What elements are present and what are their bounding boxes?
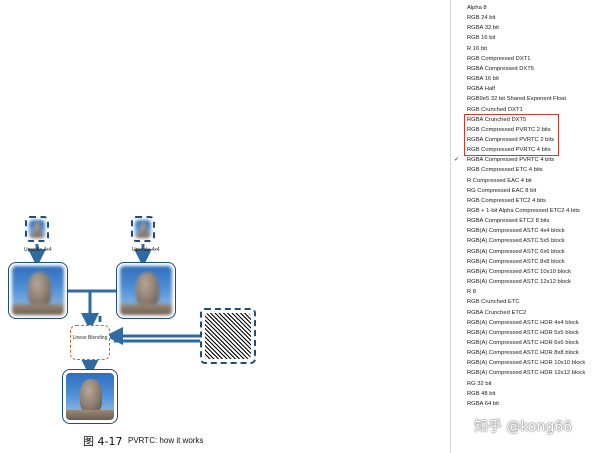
texture-format-dropdown-list[interactable] bbox=[450, 0, 600, 453]
watermark: 知乎 @kong66 bbox=[474, 419, 573, 435]
pvrtc-highlight-box bbox=[464, 113, 559, 157]
output-image bbox=[62, 369, 118, 424]
format-option[interactable]: RGB(A) Compressed ASTC 10x10 block bbox=[467, 268, 572, 275]
format-option[interactable]: RGBA Half bbox=[467, 86, 496, 93]
format-option[interactable]: RGB(A) Compressed ASTC 5x5 block bbox=[467, 238, 565, 245]
format-option[interactable]: RGB Compressed PVRTC 2 bits bbox=[467, 126, 551, 133]
low-res-image-a bbox=[25, 216, 49, 242]
format-option[interactable]: RGBA 16 bit bbox=[467, 76, 499, 83]
format-option[interactable]: RGB Compressed ETC 4 bits bbox=[467, 167, 543, 174]
format-option[interactable]: RGB(A) Compressed ASTC 4x4 block bbox=[467, 228, 565, 235]
format-option[interactable]: R Compressed EAC 4 bit bbox=[467, 177, 532, 184]
format-option[interactable]: RGB 24 bit bbox=[467, 15, 496, 22]
modulation-pattern bbox=[205, 313, 251, 359]
checkmark-icon: ✓ bbox=[454, 157, 460, 164]
connector-arrows bbox=[28, 244, 200, 377]
format-option[interactable]: RGBA Crunched ETC2 bbox=[467, 309, 527, 316]
upscaled-photo-b bbox=[120, 266, 172, 315]
upscaled-image-b bbox=[116, 262, 176, 319]
format-option[interactable]: RGBA Compressed PVRTC 4 bits bbox=[467, 157, 555, 164]
format-option[interactable]: RGB + 1-bit Alpha Compressed ETC2 4 bits bbox=[467, 208, 580, 214]
format-option[interactable]: RGB(A) Compressed ASTC 8x8 block bbox=[467, 258, 565, 265]
linear-blending-box: Linear Blending bbox=[70, 325, 110, 360]
format-option[interactable]: RGB Compressed ETC2 4 bits bbox=[467, 197, 546, 204]
upscaled-photo-a bbox=[12, 266, 64, 315]
format-option[interactable]: R 16 bit bbox=[467, 45, 487, 52]
format-option[interactable]: RGBA Compressed ETC2 8 bits bbox=[467, 218, 550, 225]
format-option[interactable]: RGBA Compressed PVRTC 2 bits bbox=[467, 136, 555, 143]
linear-blending-label: Linear Blending bbox=[72, 335, 108, 341]
format-option[interactable]: RGB Crunched DXT1 bbox=[467, 106, 523, 113]
format-option[interactable]: RGB Compressed DXT1 bbox=[467, 55, 531, 62]
output-photo bbox=[66, 373, 114, 420]
format-option[interactable]: RGB(A) Compressed ASTC HDR 5x5 block bbox=[467, 329, 579, 336]
format-option[interactable]: RGB(A) Compressed ASTC 12x12 block bbox=[467, 279, 572, 286]
format-option[interactable]: RGBA 32 bit bbox=[467, 25, 499, 32]
low-res-photo-b bbox=[135, 220, 151, 238]
format-option[interactable]: RG Compressed EAC 8 bit bbox=[467, 187, 537, 194]
figure-number: 图 4-17 bbox=[83, 435, 123, 448]
format-option[interactable]: RG 32 bit bbox=[467, 380, 492, 387]
format-option[interactable]: R 8 bbox=[467, 289, 477, 296]
format-option[interactable]: Alpha 8 bbox=[467, 5, 487, 11]
format-option[interactable]: RGBA Crunched DXT5 bbox=[467, 116, 527, 123]
upscale-left-label: Upscale 4x4 bbox=[24, 247, 52, 253]
format-option[interactable]: RGB(A) Compressed ASTC HDR 10x10 block bbox=[467, 360, 586, 367]
format-option[interactable]: RGB(A) Compressed ASTC HDR 4x4 block bbox=[467, 319, 579, 326]
upscaled-image-a bbox=[8, 262, 68, 319]
format-option[interactable]: RGB(A) Compressed ASTC HDR 8x8 block bbox=[467, 350, 579, 357]
format-option[interactable]: RGB 48 bit bbox=[467, 390, 496, 397]
format-option[interactable]: RGB(A) Compressed ASTC 6x6 block bbox=[467, 248, 565, 255]
upscale-right-label: Upscale 4x4 bbox=[132, 247, 160, 253]
format-option[interactable]: RGB Crunched ETC bbox=[467, 299, 520, 306]
modulation-map bbox=[200, 308, 256, 364]
format-option[interactable]: RGB(A) Compressed ASTC HDR 12x12 block bbox=[467, 370, 586, 377]
format-option[interactable]: RGBA Compressed DXT5 bbox=[467, 65, 535, 72]
low-res-photo-a bbox=[29, 220, 45, 238]
pvrtc-diagram: Upscale 4x4 Upscale 4x4 Linear Blending … bbox=[8, 216, 256, 448]
format-option[interactable]: RGB(A) Compressed ASTC HDR 6x6 block bbox=[467, 339, 579, 346]
low-res-image-b bbox=[131, 216, 155, 242]
format-option[interactable]: RGB Compressed PVRTC 4 bits bbox=[467, 147, 551, 154]
format-option[interactable]: RGB 16 bit bbox=[467, 35, 496, 42]
format-option[interactable]: RGBA 64 bit bbox=[467, 400, 499, 407]
format-option[interactable]: RGB9e5 32 bit Shared Exponent Float bbox=[467, 96, 566, 103]
figure-caption: PVRTC: how it works bbox=[128, 436, 204, 445]
